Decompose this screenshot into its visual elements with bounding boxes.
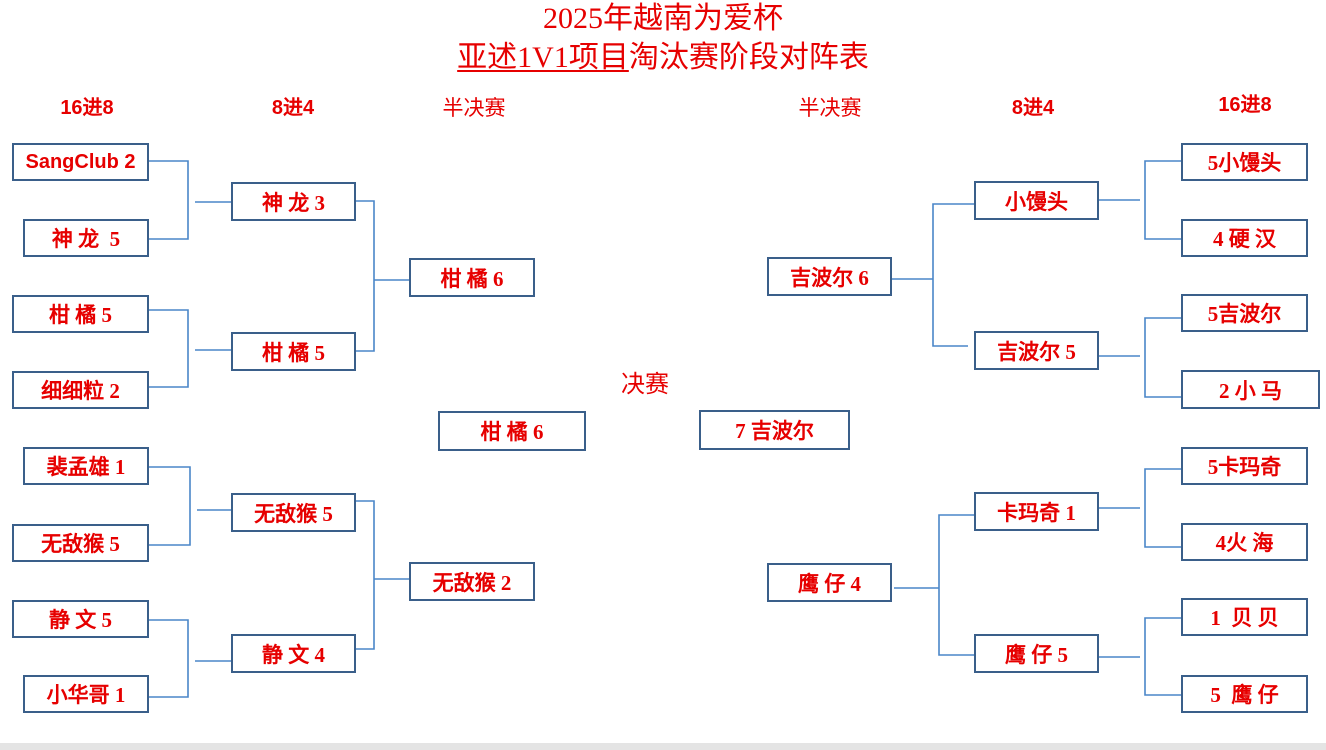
left-r16-slot-5: 裴孟雄 1 xyxy=(23,447,149,485)
right-qf-slot-2: 吉波尔 5 xyxy=(974,331,1099,370)
header-left-quarterfinal: 8进4 xyxy=(271,97,315,119)
final-left-slot: 柑 橘 6 xyxy=(438,411,586,451)
bottom-scroll-strip xyxy=(0,743,1326,750)
right-r16-slot-3: 5吉波尔 xyxy=(1181,294,1308,332)
right-r16-slot-1: 5小馒头 xyxy=(1181,143,1308,181)
left-r16-slot-4: 细细粒 2 xyxy=(12,371,149,409)
left-r16-slot-3: 柑 橘 5 xyxy=(12,295,149,333)
header-left-semifinal: 半决赛 xyxy=(442,96,506,120)
final-right-slot: 7 吉波尔 xyxy=(699,410,850,450)
connector-line xyxy=(932,203,975,347)
connector-line xyxy=(149,160,189,240)
title-underlined-part: 亚述1V1项目 xyxy=(457,41,629,74)
left-r16-slot-6: 无敌猴 5 xyxy=(12,524,149,562)
header-right-round-of-16: 16进8 xyxy=(1218,94,1272,116)
title-line-2: 亚述1V1项目淘汰赛阶段对阵表 xyxy=(0,40,1326,76)
connector-line xyxy=(1144,468,1182,548)
left-r16-slot-8: 小华哥 1 xyxy=(23,675,149,713)
right-sf-slot-1: 吉波尔 6 xyxy=(767,257,892,296)
right-r16-slot-4: 2 小 马 xyxy=(1181,370,1320,409)
right-qf-slot-1: 小馒头 xyxy=(974,181,1099,220)
connector-line xyxy=(149,466,191,546)
left-qf-slot-1: 神 龙 3 xyxy=(231,182,356,221)
connector-line xyxy=(149,309,189,388)
left-r16-slot-2: 神 龙 5 xyxy=(23,219,149,257)
header-right-quarterfinal: 8进4 xyxy=(1011,97,1055,119)
connector-line xyxy=(356,200,375,352)
right-r16-slot-2: 4 硬 汉 xyxy=(1181,219,1308,257)
right-qf-slot-3: 卡玛奇 1 xyxy=(974,492,1099,531)
right-r16-slot-5: 5卡玛奇 xyxy=(1181,447,1308,485)
left-sf-slot-2: 无敌猴 2 xyxy=(409,562,535,601)
connector-line xyxy=(1144,617,1182,696)
left-r16-slot-7: 静 文 5 xyxy=(12,600,149,638)
right-sf-slot-2: 鹰 仔 4 xyxy=(767,563,892,602)
header-left-round-of-16: 16进8 xyxy=(60,97,114,119)
left-sf-slot-1: 柑 橘 6 xyxy=(409,258,535,297)
connector-line xyxy=(1144,160,1182,240)
connector-line xyxy=(149,619,189,698)
final-label: 决赛 xyxy=(621,372,669,398)
connector-line xyxy=(938,514,975,656)
left-qf-slot-4: 静 文 4 xyxy=(231,634,356,673)
left-r16-slot-1: SangClub 2 xyxy=(12,143,149,181)
right-qf-slot-4: 鹰 仔 5 xyxy=(974,634,1099,673)
header-right-semifinal: 半决赛 xyxy=(798,96,862,120)
title-rest-part: 淘汰赛阶段对阵表 xyxy=(628,41,869,74)
connector-line xyxy=(356,500,375,650)
connector-line xyxy=(1144,317,1182,398)
left-qf-slot-3: 无敌猴 5 xyxy=(231,493,356,532)
right-r16-slot-7: 1 贝 贝 xyxy=(1181,598,1308,636)
right-r16-slot-8: 5 鹰 仔 xyxy=(1181,675,1308,713)
left-qf-slot-2: 柑 橘 5 xyxy=(231,332,356,371)
right-r16-slot-6: 4火 海 xyxy=(1181,523,1308,561)
title-line-1: 2025年越南为爱杯 xyxy=(543,2,783,35)
